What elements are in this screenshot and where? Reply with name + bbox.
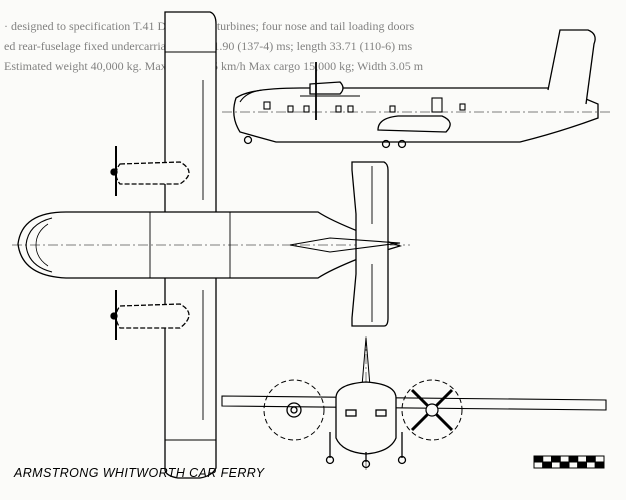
front-cockpit-window bbox=[375, 409, 387, 417]
side-engine-nacelle bbox=[309, 81, 344, 95]
tail-fin-side bbox=[547, 29, 596, 105]
front-view-fuselage bbox=[335, 381, 397, 455]
plan-view-tailplane bbox=[351, 161, 389, 327]
scale-bar-segment bbox=[542, 461, 552, 469]
cabin-window bbox=[459, 103, 466, 111]
main-wheel bbox=[381, 139, 391, 149]
scale-bar-segment bbox=[559, 455, 570, 463]
scale-bar-segment bbox=[594, 455, 605, 463]
scale-bar bbox=[533, 455, 605, 469]
side-cockpit-glazing bbox=[239, 89, 263, 103]
cabin-window bbox=[287, 105, 294, 113]
cabin-window bbox=[263, 101, 271, 110]
front-tail-fin bbox=[361, 337, 371, 387]
scale-bar-segment bbox=[594, 461, 605, 469]
drawing-caption: ARMSTRONG WHITWORTH CAR FERRY bbox=[14, 466, 265, 480]
plan-engine-nacelle bbox=[115, 161, 190, 185]
side-view-fuselage bbox=[233, 87, 599, 143]
propeller-spinner-plan bbox=[110, 168, 118, 176]
scale-bar-segment bbox=[577, 461, 587, 469]
plan-view bbox=[12, 11, 410, 479]
plan-view-fuselage bbox=[17, 211, 403, 279]
propeller-disc-right bbox=[401, 379, 463, 441]
cabin-window bbox=[389, 105, 396, 113]
cargo-door bbox=[431, 97, 443, 113]
scale-bar-segment bbox=[577, 455, 587, 463]
front-wheel bbox=[361, 459, 371, 469]
cabin-window bbox=[347, 105, 354, 113]
propeller-disc-left bbox=[263, 379, 325, 441]
engine-spinner-left bbox=[286, 402, 302, 418]
scale-bar-segment bbox=[551, 455, 561, 463]
cabin-window bbox=[335, 105, 342, 113]
scale-bar-segment bbox=[533, 455, 544, 463]
nose-wheel bbox=[243, 135, 253, 145]
scale-bar-segment bbox=[551, 461, 561, 469]
header-text-block: · designed to specification T.41 D. Four… bbox=[0, 0, 626, 90]
scale-bar-segment bbox=[542, 455, 552, 463]
cabin-window bbox=[303, 105, 310, 113]
front-wheel bbox=[397, 455, 407, 465]
main-wheel bbox=[397, 139, 407, 149]
side-view bbox=[222, 29, 612, 149]
front-view-wing bbox=[221, 395, 607, 411]
engine-spinner-left-hub bbox=[290, 406, 298, 414]
scale-bar-segment bbox=[568, 455, 579, 463]
engine-spinner-right bbox=[425, 403, 439, 417]
scale-bar-segment bbox=[586, 461, 596, 469]
front-cockpit-window bbox=[345, 409, 357, 417]
scale-bar-segment bbox=[533, 461, 544, 469]
front-wheel bbox=[325, 455, 335, 465]
scale-bar-segment bbox=[559, 461, 570, 469]
undercarriage-fairing bbox=[377, 115, 451, 133]
scale-bar-segment bbox=[586, 455, 596, 463]
plan-engine-nacelle bbox=[115, 303, 190, 329]
propeller-spinner-plan bbox=[110, 312, 118, 320]
side-view-windows bbox=[263, 97, 466, 113]
front-view bbox=[221, 336, 607, 470]
tail-fin-plan bbox=[289, 237, 401, 253]
scale-bar-segment bbox=[568, 461, 579, 469]
